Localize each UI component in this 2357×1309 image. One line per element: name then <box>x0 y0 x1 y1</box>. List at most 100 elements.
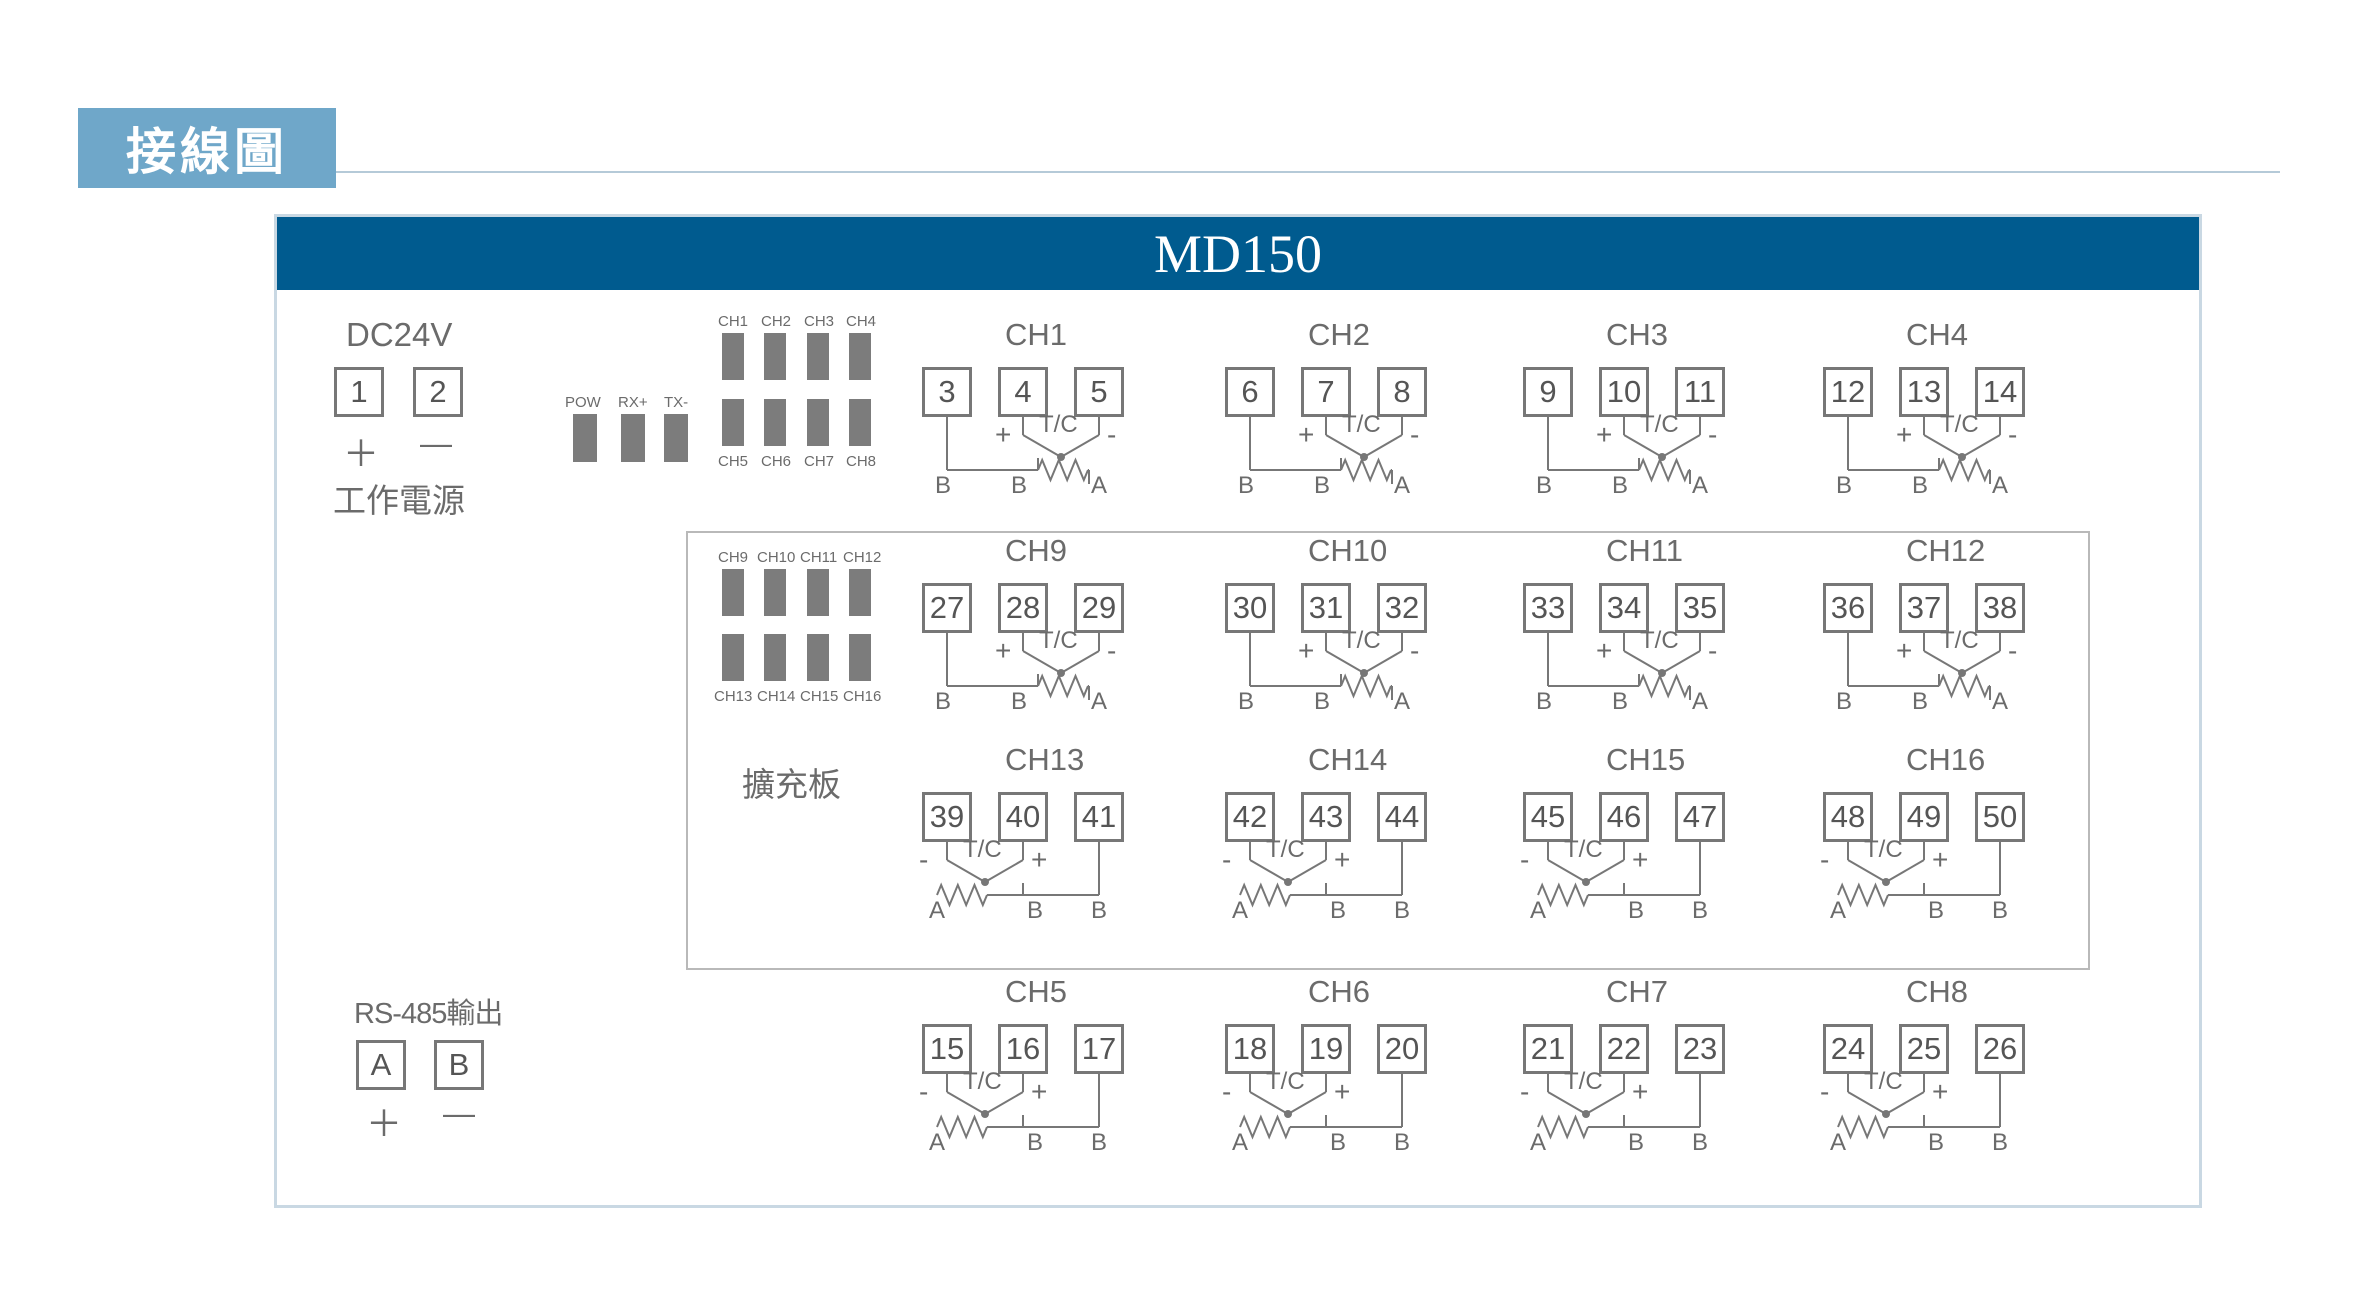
sign-minus-ch6: - <box>1222 1076 1232 1107</box>
channel-label-ch7: CH7 <box>1606 974 1669 1009</box>
led-ch15 <box>807 634 829 681</box>
led-label-ch4: CH4 <box>846 313 877 330</box>
label-a-ch5: A <box>929 1129 946 1156</box>
led-ch14 <box>764 634 786 681</box>
channel-label-ch9: CH9 <box>1005 533 1068 568</box>
terminal-25: 25 <box>1899 1024 1949 1074</box>
label-b1-ch14: B <box>1330 897 1347 924</box>
label-b1-ch1: B <box>935 472 952 499</box>
rs485-minus-sign: — <box>443 1095 475 1131</box>
terminal-32: 32 <box>1377 583 1427 633</box>
label-a-ch11: A <box>1692 688 1709 715</box>
led-label-ch16: CH16 <box>843 688 882 705</box>
power-supply-label: 工作電源 <box>333 481 465 520</box>
terminal-14: 14 <box>1975 367 2025 417</box>
led-ch1 <box>722 333 744 380</box>
terminal-43: 43 <box>1301 792 1351 842</box>
led-ch2 <box>764 333 786 380</box>
tc-label-ch5: T/C <box>963 1068 1002 1095</box>
power-voltage-label: DC24V <box>346 316 453 353</box>
sign-plus-ch4: + <box>1896 419 1913 450</box>
terminal-2: 2 <box>413 367 463 417</box>
label-a-ch13: A <box>929 897 946 924</box>
led-ch11 <box>807 569 829 616</box>
led-label-ch14: CH14 <box>757 688 796 705</box>
terminal-34: 34 <box>1599 583 1649 633</box>
sign-plus-ch2: + <box>1298 419 1315 450</box>
label-b1-ch11: B <box>1536 688 1553 715</box>
sign-minus-ch15: - <box>1520 844 1530 875</box>
terminal-31: 31 <box>1301 583 1351 633</box>
terminal-42: 42 <box>1225 792 1275 842</box>
label-a-ch10: A <box>1394 688 1411 715</box>
label-a-ch7: A <box>1530 1129 1547 1156</box>
led-ch7 <box>807 399 829 446</box>
channel-label-ch8: CH8 <box>1906 974 1969 1009</box>
led-ch9 <box>722 569 744 616</box>
tc-label-ch2: T/C <box>1342 411 1381 438</box>
label-b2-ch9: B <box>1011 688 1028 715</box>
tc-label-ch14: T/C <box>1266 836 1305 863</box>
sign-plus-ch3: + <box>1596 419 1613 450</box>
sign-plus-ch14: + <box>1334 844 1351 875</box>
channel-label-ch15: CH15 <box>1606 742 1686 777</box>
terminal-18: 18 <box>1225 1024 1275 1074</box>
sign-minus-ch3: - <box>1708 419 1718 450</box>
label-b1-ch10: B <box>1238 688 1255 715</box>
terminal-23: 23 <box>1675 1024 1725 1074</box>
led-label-pow: POW <box>565 394 601 411</box>
expansion-board-frame <box>686 531 2090 970</box>
led-label-ch2: CH2 <box>761 313 792 330</box>
label-b2-ch3: B <box>1612 472 1629 499</box>
tc-label-ch15: T/C <box>1564 836 1603 863</box>
terminal-28: 28 <box>998 583 1048 633</box>
terminal-41: 41 <box>1074 792 1124 842</box>
terminal-10: 10 <box>1599 367 1649 417</box>
label-a-ch2: A <box>1394 472 1411 499</box>
sign-plus-ch12: + <box>1896 635 1913 666</box>
sign-minus-ch13: - <box>919 844 929 875</box>
terminal-47: 47 <box>1675 792 1725 842</box>
terminal-48: 48 <box>1823 792 1873 842</box>
label-a-ch3: A <box>1692 472 1709 499</box>
label-b2-ch10: B <box>1314 688 1331 715</box>
led-tx <box>664 414 688 462</box>
tc-label-ch10: T/C <box>1342 627 1381 654</box>
tc-label-ch8: T/C <box>1864 1068 1903 1095</box>
terminal-36: 36 <box>1823 583 1873 633</box>
label-b1-ch8: B <box>1928 1129 1945 1156</box>
label-b2-ch4: B <box>1912 472 1929 499</box>
terminal-26: 26 <box>1975 1024 2025 1074</box>
label-a-ch16: A <box>1830 897 1847 924</box>
tc-label-ch13: T/C <box>963 836 1002 863</box>
label-a-ch4: A <box>1992 472 2009 499</box>
device-model-title: MD150 <box>277 217 2199 290</box>
tc-label-ch3: T/C <box>1640 411 1679 438</box>
led-ch3 <box>807 333 829 380</box>
terminal-39: 39 <box>922 792 972 842</box>
terminal-46: 46 <box>1599 792 1649 842</box>
rs485-plus-sign: ＋ <box>366 1103 403 1144</box>
channel-label-ch14: CH14 <box>1308 742 1388 777</box>
led-label-ch3: CH3 <box>804 313 835 330</box>
label-a-ch15: A <box>1530 897 1547 924</box>
sign-minus-ch12: - <box>2008 635 2018 666</box>
label-b2-ch1: B <box>1011 472 1028 499</box>
terminal-37: 37 <box>1899 583 1949 633</box>
sign-minus-ch4: - <box>2008 419 2018 450</box>
terminal-13: 13 <box>1899 367 1949 417</box>
label-a-ch9: A <box>1091 688 1108 715</box>
label-b2-ch13: B <box>1091 897 1108 924</box>
channel-label-ch2: CH2 <box>1308 317 1371 352</box>
terminal-11: 11 <box>1675 367 1725 417</box>
rs485-label: RS-485輸出 <box>354 998 503 1030</box>
terminal-40: 40 <box>998 792 1048 842</box>
terminal-16: 16 <box>998 1024 1048 1074</box>
label-b1-ch3: B <box>1536 472 1553 499</box>
terminal-3: 3 <box>922 367 972 417</box>
led-label-ch6: CH6 <box>761 453 792 470</box>
led-ch6 <box>764 399 786 446</box>
terminal-35: 35 <box>1675 583 1725 633</box>
sign-plus-ch7: + <box>1632 1076 1649 1107</box>
led-label-ch10: CH10 <box>757 549 796 566</box>
